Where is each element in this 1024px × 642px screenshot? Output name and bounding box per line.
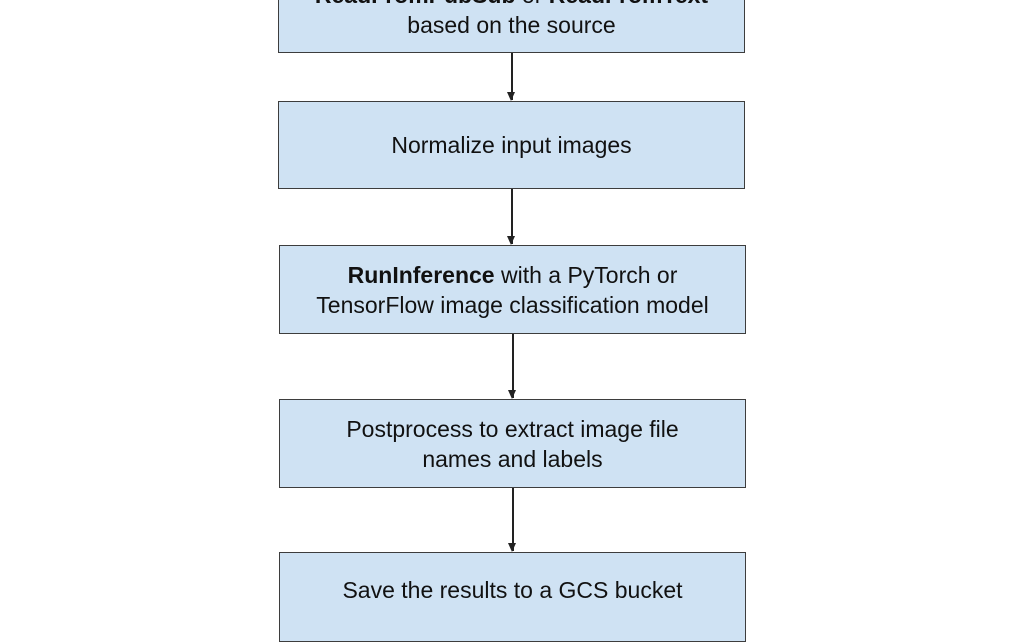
arrow-3: [509, 334, 515, 399]
arrow-1: [508, 53, 514, 101]
run-inference: RunInference: [347, 261, 495, 288]
step-inference-line1: RunInference with a PyTorch or: [348, 260, 678, 290]
step-read-source: ReadFromPubSub or ReadFromText based on …: [278, 0, 745, 53]
step-read-line2: based on the source: [407, 12, 616, 38]
step-postprocess-line1: Postprocess to extract image file: [346, 415, 679, 442]
arrow-2: [508, 189, 514, 245]
step-save-label: Save the results to a GCS bucket: [342, 577, 683, 603]
step-normalize-label: Normalize input images: [391, 132, 632, 158]
step-read-line1: ReadFromPubSub or ReadFromText: [315, 0, 708, 10]
step-run-inference: RunInference with a PyTorch or TensorFlo…: [279, 245, 746, 334]
step-postprocess: Postprocess to extract image file names …: [279, 399, 746, 488]
read-from-pubsub: ReadFromPubSub: [315, 0, 516, 8]
step-inference-line2: TensorFlow image classification model: [316, 291, 709, 318]
or-text: or: [516, 0, 549, 8]
step-normalize: Normalize input images: [278, 101, 745, 189]
inference-rest: with a PyTorch or: [494, 261, 678, 288]
step-save-results: Save the results to a GCS bucket: [279, 552, 746, 642]
step-postprocess-line2: names and labels: [422, 445, 603, 472]
read-from-text: ReadFromText: [549, 0, 708, 8]
arrow-4: [509, 488, 515, 552]
